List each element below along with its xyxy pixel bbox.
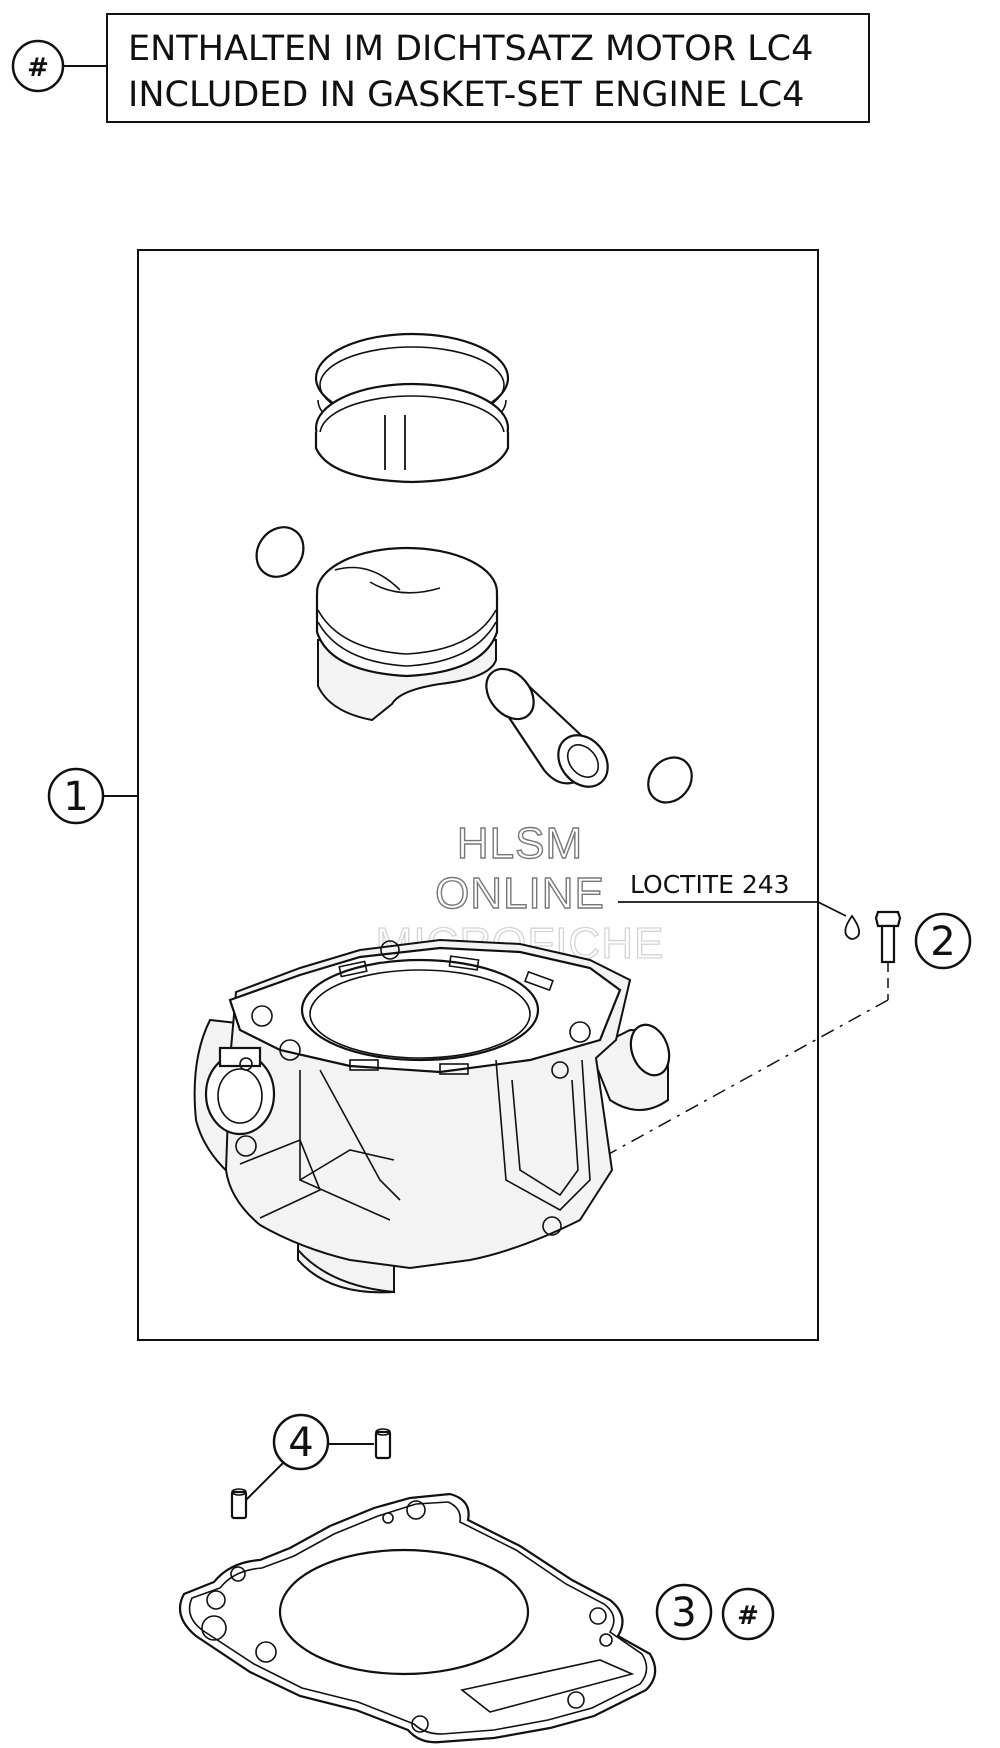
callout-3-label: 3 xyxy=(671,1590,696,1636)
legend: # ENTHALTEN IM DICHTSATZ MOTOR LC4 INCLU… xyxy=(11,13,870,123)
circlip-lower-illustration xyxy=(647,756,693,804)
callout-2-circle xyxy=(914,912,972,970)
callout-1: 1 xyxy=(47,767,138,825)
piston-pin-illustration xyxy=(485,667,609,788)
screw-illustration xyxy=(597,910,902,1161)
callout-1-label: 1 xyxy=(63,774,88,820)
legend-box xyxy=(106,13,870,123)
cylinder-illustration xyxy=(193,938,671,1294)
callout-2: 2 xyxy=(914,912,972,970)
piston-rings-illustration xyxy=(314,332,510,484)
callout-3-hash-symbol: # xyxy=(737,1601,759,1631)
callout-3-hash-circle xyxy=(721,1587,775,1641)
loctite-drop-icon xyxy=(844,914,861,940)
watermark-line-1: HLSM xyxy=(457,819,583,868)
legend-line-german: ENTHALTEN IM DICHTSATZ MOTOR LC4 xyxy=(128,29,813,69)
callout-2-label: 2 xyxy=(930,919,955,965)
legend-line-english: INCLUDED IN GASKET-SET ENGINE LC4 xyxy=(128,75,804,115)
loctite-label: LOCTITE 243 xyxy=(630,870,790,899)
callout-4-label: 4 xyxy=(288,1420,313,1466)
circlip-upper-illustration xyxy=(255,526,305,578)
piston-illustration xyxy=(315,546,499,722)
callout-4-leader-left xyxy=(245,1461,285,1501)
loctite-note: LOCTITE 243 xyxy=(618,870,861,940)
callout-4-circle xyxy=(272,1413,330,1471)
callout-3: 3 # xyxy=(655,1583,775,1641)
loctite-leader xyxy=(817,901,847,917)
callout-3-circle xyxy=(655,1583,713,1641)
watermark-line-2: ONLINE xyxy=(435,869,605,918)
callout-4: 4 xyxy=(245,1413,374,1501)
dowel-pins-illustration xyxy=(230,1428,392,1520)
cylinder-base-gasket-illustration xyxy=(178,1492,657,1744)
legend-hash-symbol: # xyxy=(27,53,49,83)
